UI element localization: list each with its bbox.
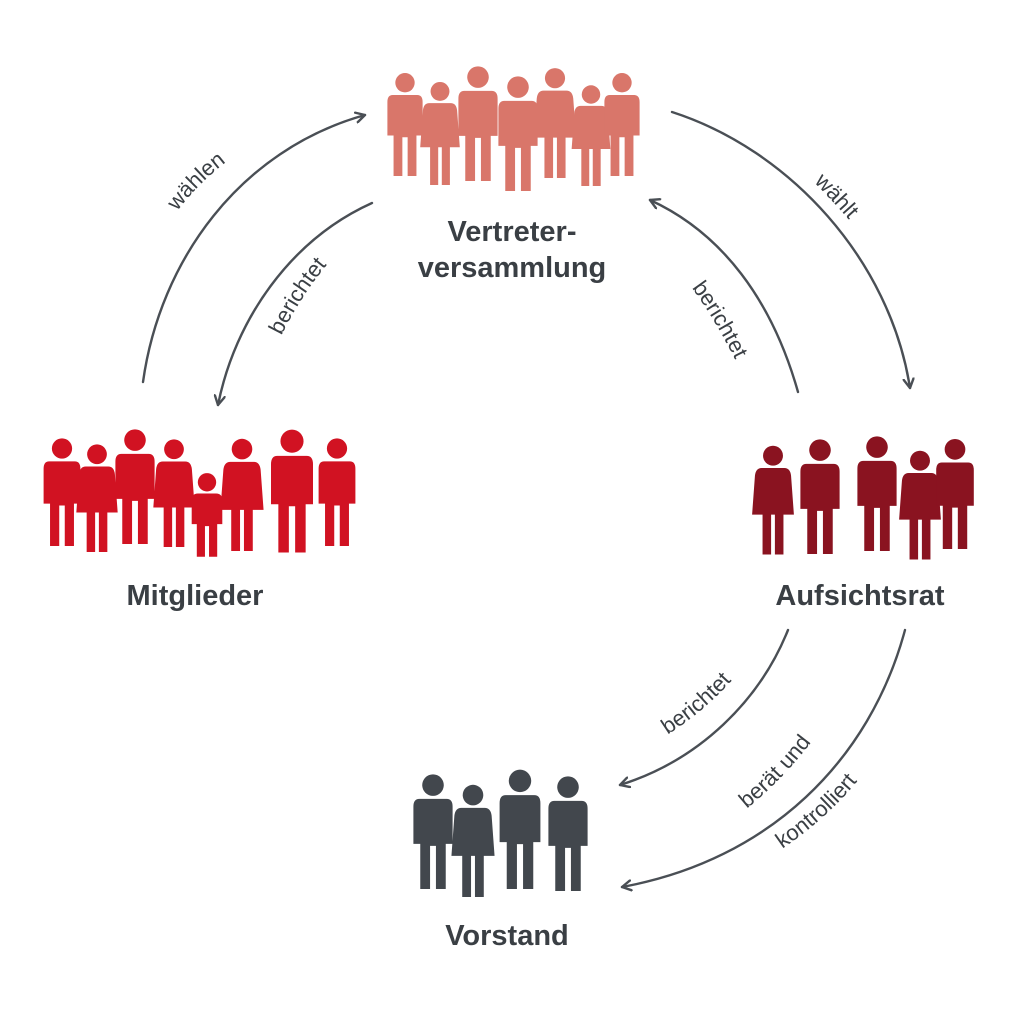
person-icon	[220, 438, 264, 551]
person-icon	[533, 68, 577, 178]
vertreter-group	[387, 66, 640, 191]
mitglieder-group	[43, 429, 356, 557]
person-icon	[899, 450, 941, 560]
person-icon	[499, 769, 541, 889]
person-icon	[936, 439, 974, 549]
edge-label-waehlt: wählt	[810, 167, 864, 223]
person-icon	[451, 784, 495, 897]
edge-label-waehlen: wählen	[161, 146, 230, 215]
person-icon	[604, 73, 640, 176]
person-icon	[857, 436, 897, 551]
person-icon	[153, 439, 195, 547]
person-icon	[271, 429, 313, 553]
person-icon	[458, 66, 498, 181]
person-icon	[420, 81, 460, 185]
edge-label-berichtet-right: berichtet	[688, 276, 753, 362]
person-icon	[498, 76, 538, 191]
arrow-berichtet-right	[648, 200, 800, 394]
node-label-mitglieder: Mitglieder	[126, 580, 264, 612]
vertreter-label-line1: Vertreter-	[447, 216, 577, 248]
edge-label-berichtet-bottom: berichtet	[656, 667, 735, 739]
person-icon	[191, 473, 223, 557]
arrow-berichtet-bottom	[618, 628, 790, 785]
edge-label-berichtet-left: berichtet	[263, 252, 330, 338]
person-icon	[115, 429, 155, 544]
node-label-aufsichtsrat: Aufsichtsrat	[775, 580, 945, 612]
person-icon	[76, 444, 118, 552]
person-icon	[800, 439, 840, 554]
person-icon	[387, 73, 423, 176]
arrow-berichtet-left	[218, 201, 374, 407]
arrow-waehlt	[670, 110, 910, 390]
person-icon	[752, 445, 794, 555]
vorstand-group	[413, 769, 588, 897]
person-icon	[318, 438, 356, 546]
node-label-vertreter: Vertreter- versammlung	[412, 214, 612, 286]
vertreter-label-line2: versammlung	[417, 252, 607, 284]
arrow-waehlen	[141, 115, 367, 384]
arrow-beraet-kontrolliert	[620, 628, 907, 887]
aufsichtsrat-group	[752, 436, 974, 560]
person-icon	[548, 776, 588, 891]
node-label-vorstand: Vorstand	[445, 920, 569, 952]
person-icon	[43, 438, 81, 546]
person-icon	[413, 774, 453, 889]
